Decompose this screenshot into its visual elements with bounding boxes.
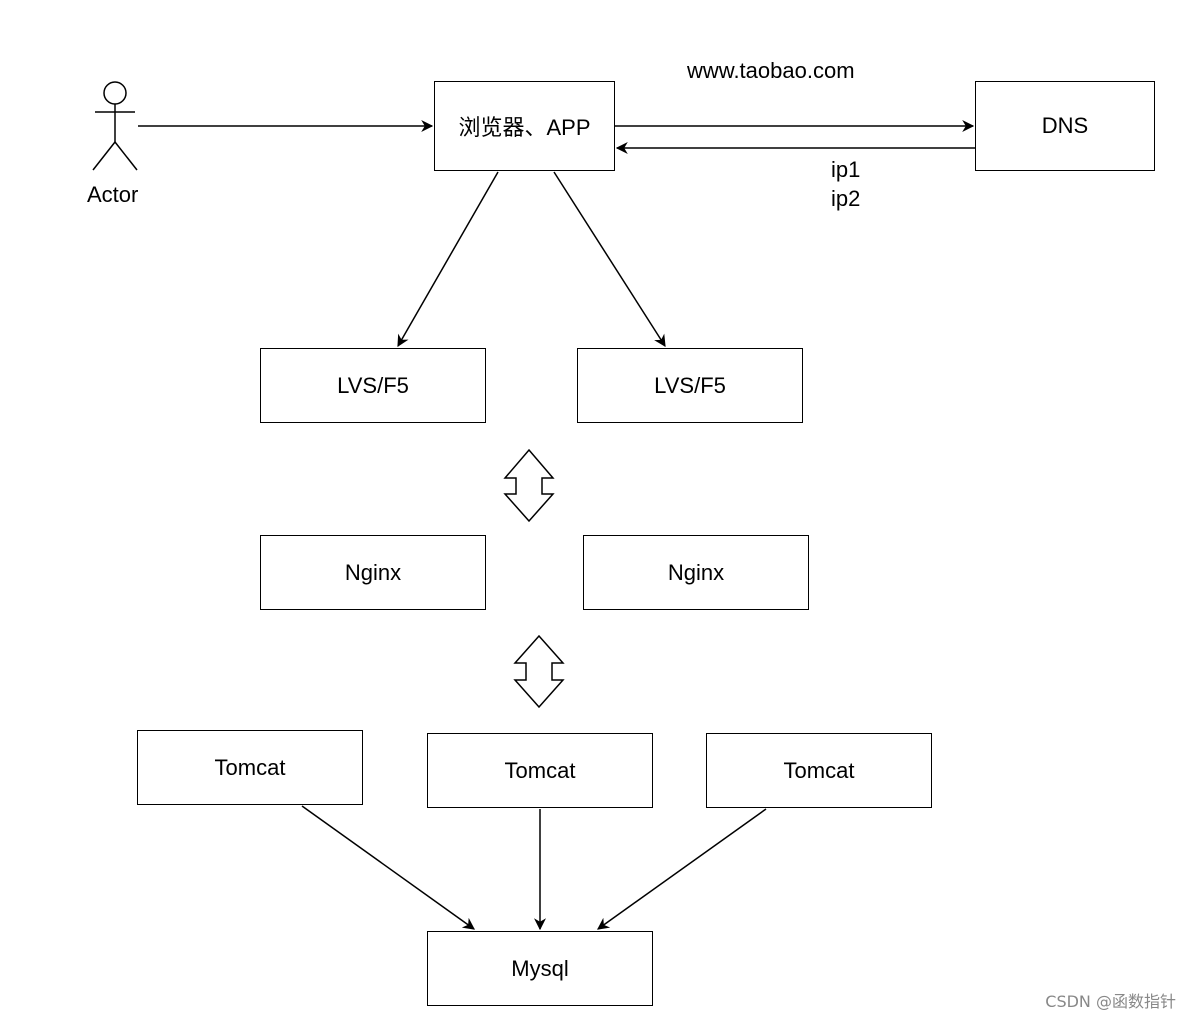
- edge-tomcat-left-mysql: [301, 805, 475, 930]
- nginx-node-right: Nginx: [583, 535, 809, 610]
- double-arrow-nginx-tomcat: [513, 634, 565, 709]
- actor-label: Actor: [87, 182, 139, 207]
- watermark: CSDN @函数指针: [1045, 992, 1176, 1011]
- actor-figure: [92, 81, 138, 171]
- tomcat-node-middle: Tomcat: [427, 733, 653, 808]
- nginx-node-left: Nginx: [260, 535, 486, 610]
- edge-tomcat-right-mysql: [597, 808, 767, 930]
- ip1-label: ip1: [831, 157, 861, 182]
- lvs-node-left: LVS/F5: [260, 348, 486, 423]
- domain-label: www.taobao.com: [687, 58, 855, 83]
- tomcat-node-right: Tomcat: [706, 733, 932, 808]
- browser-app-node: 浏览器、APP: [434, 81, 615, 171]
- lvs-node-right: LVS/F5: [577, 348, 803, 423]
- double-arrow-lvs-nginx: [503, 448, 555, 523]
- ip2-label: ip2: [831, 186, 861, 211]
- edge-browser-lvs-right: [553, 171, 666, 348]
- dns-node: DNS: [975, 81, 1155, 171]
- tomcat-node-left: Tomcat: [137, 730, 363, 805]
- edge-browser-lvs-left: [397, 171, 499, 348]
- mysql-node: Mysql: [427, 931, 653, 1006]
